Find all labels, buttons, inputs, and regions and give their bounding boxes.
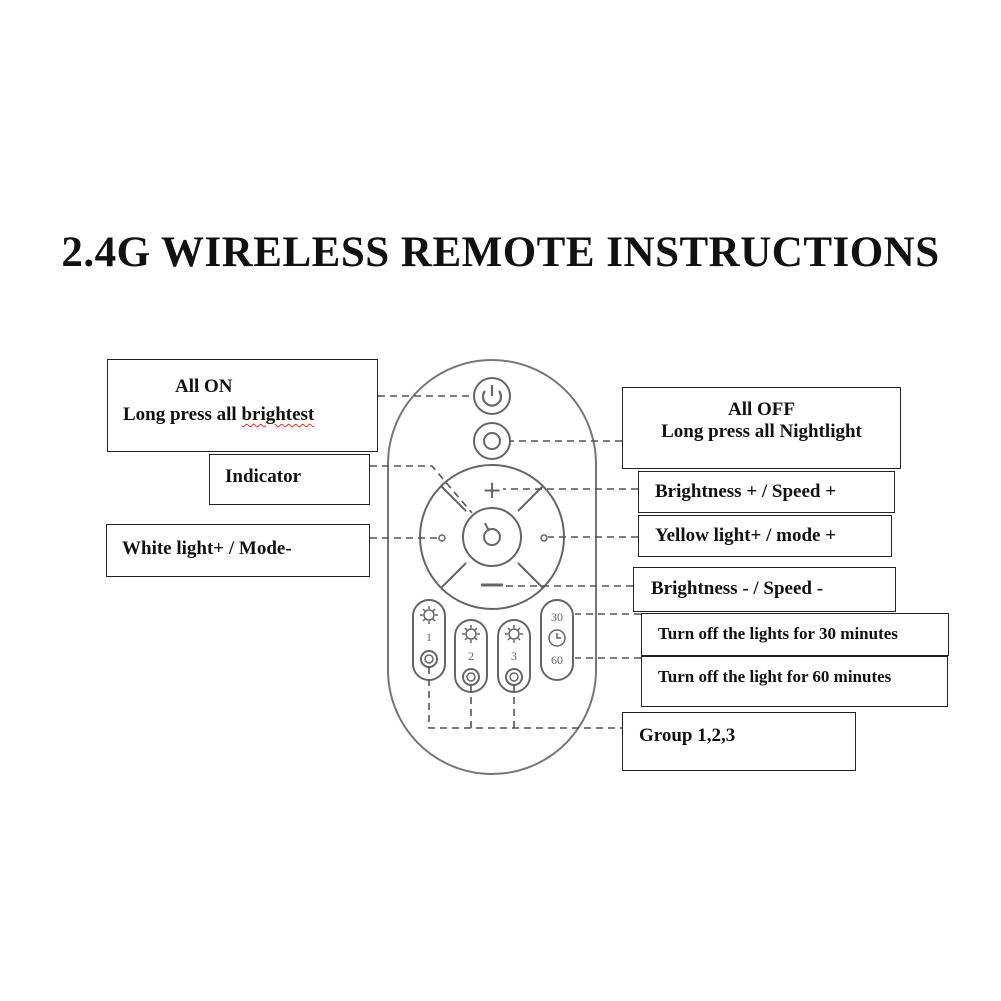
off-60-label: Turn off the light for 60 minutes: [641, 656, 948, 707]
brightness-down-label: Brightness - / Speed -: [633, 567, 896, 612]
white-light-label: White light+ / Mode-: [106, 524, 370, 577]
all-on-button[interactable]: [473, 377, 511, 415]
all-on-label: All ON Long press all brightest: [107, 359, 378, 452]
all-off-button[interactable]: [473, 422, 511, 460]
timer-button[interactable]: 30 60: [540, 599, 574, 681]
group-3-button[interactable]: 3: [497, 619, 531, 693]
white-light-button[interactable]: [438, 534, 446, 542]
yellow-light-button[interactable]: [540, 534, 548, 542]
brightness-up-button[interactable]: +: [482, 476, 502, 504]
page-title: 2.4G WIRELESS REMOTE INSTRUCTIONS: [61, 229, 940, 276]
sun-icon: [505, 625, 523, 643]
svg-text:1: 1: [426, 630, 432, 644]
center-knob[interactable]: [462, 507, 522, 567]
off-30-label: Turn off the lights for 30 minutes: [641, 613, 949, 656]
svg-text:3: 3: [511, 649, 517, 663]
sun-icon: [420, 606, 438, 624]
power-icon: [481, 385, 503, 407]
yellow-light-label: Yellow light+ / mode +: [638, 515, 892, 557]
leader-lines: [370, 395, 641, 729]
remote-body: [387, 359, 597, 775]
timer-60-label: 60: [551, 653, 563, 667]
clock-icon: [548, 629, 566, 647]
svg-text:2: 2: [468, 649, 474, 663]
group-label: Group 1,2,3: [622, 712, 856, 771]
group-2-button[interactable]: 2: [454, 619, 488, 693]
brightness-up-label: Brightness + / Speed +: [638, 471, 895, 513]
sun-icon: [462, 625, 480, 643]
timer-30-label: 30: [551, 610, 563, 624]
indicator-label: Indicator: [209, 454, 370, 505]
all-off-label: All OFF Long press all Nightlight: [622, 387, 901, 469]
